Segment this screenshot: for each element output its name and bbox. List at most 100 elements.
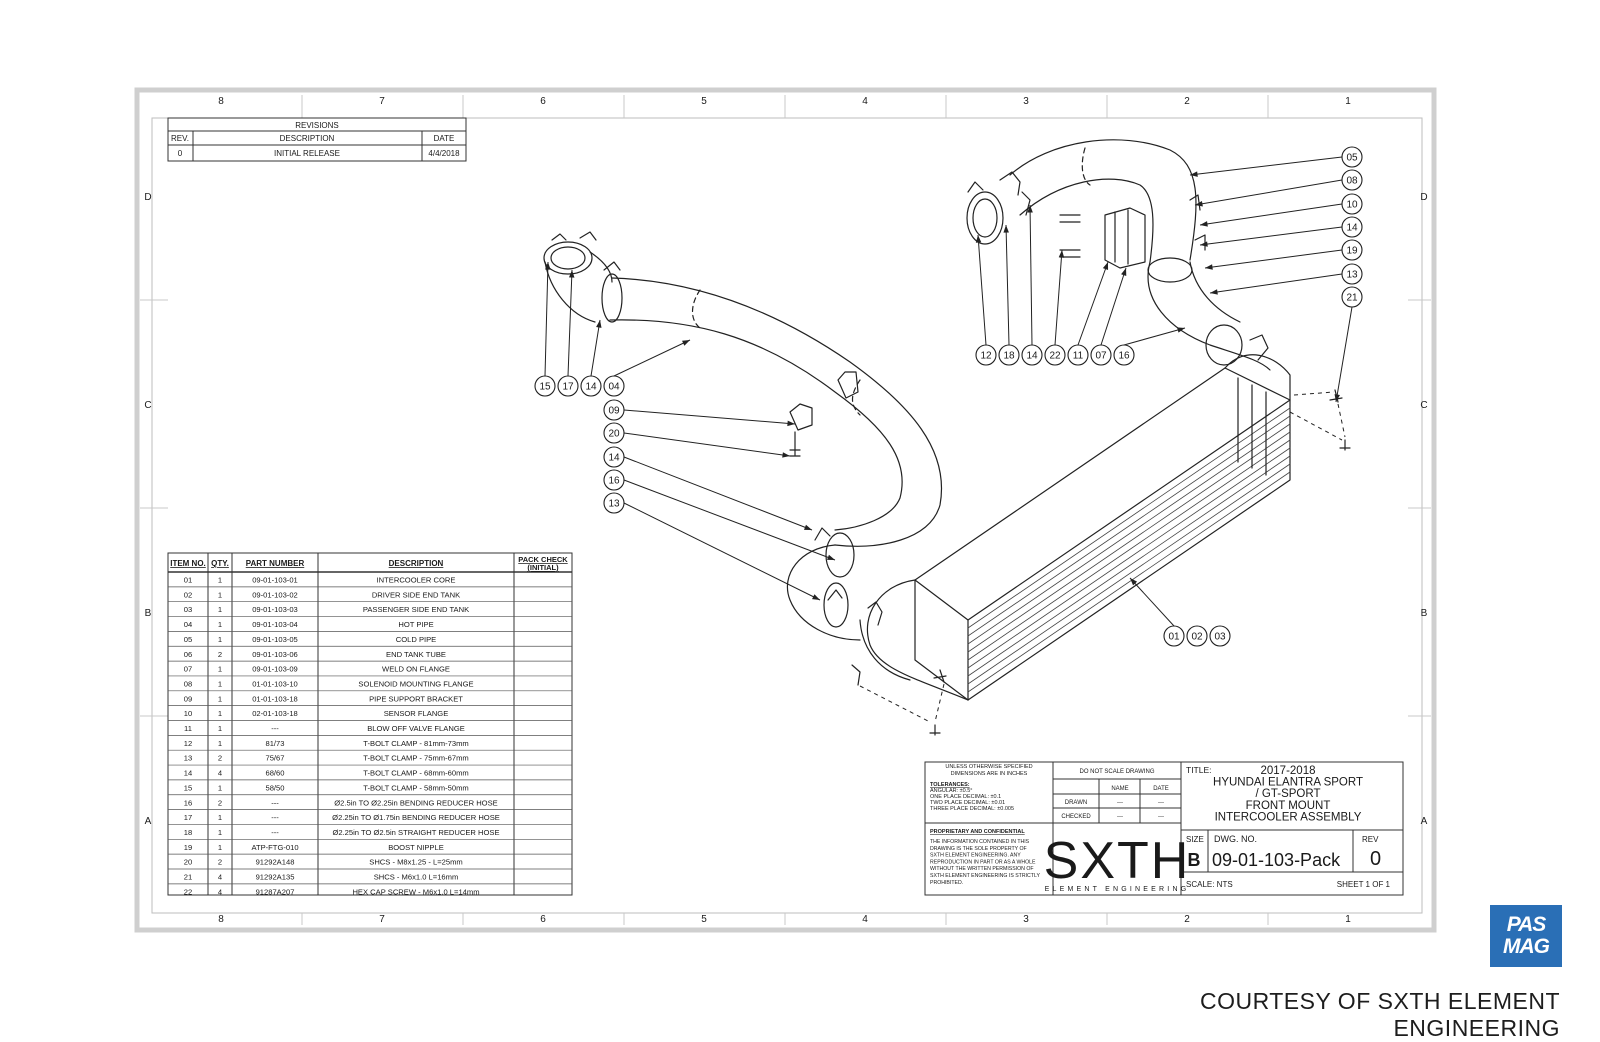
leader-line	[1100, 267, 1127, 346]
balloon-14: 14	[1341, 216, 1363, 238]
proprietary-line: DRAWING IS THE SOLE PROPERTY OF	[930, 846, 1027, 852]
bom-part-number: 09-01-103-04	[252, 620, 298, 629]
balloon-21: 21	[1341, 286, 1363, 308]
bom-item-no: 01	[184, 576, 192, 585]
bom-qty: 1	[218, 709, 222, 718]
bom-item-no: 17	[184, 813, 192, 822]
bill-of-materials-table: ITEM NO. QTY. PART NUMBER DESCRIPTION PA…	[167, 552, 573, 896]
tolerance-line: ANGULAR: ±0.5°	[930, 788, 973, 794]
leader-arrow	[1200, 221, 1208, 227]
zone-col-top-6: 6	[540, 96, 546, 107]
leader-arrow	[1190, 171, 1198, 177]
title-line: 2017-2018	[1261, 765, 1316, 777]
assembly-dashed-lines	[859, 391, 1346, 723]
bom-part-number: 09-01-103-06	[252, 650, 298, 659]
leader-line	[1204, 249, 1343, 269]
cold-pipe-lower-edge	[1019, 178, 1154, 263]
balloon-15: 15	[534, 375, 556, 397]
balloon-02: 02	[1186, 625, 1208, 647]
balloon-19: 19	[1341, 239, 1363, 261]
leader-line	[613, 339, 691, 377]
bom-qty: 1	[218, 813, 222, 822]
zone-row-right-D: D	[1420, 192, 1427, 203]
svg-text:08: 08	[1346, 176, 1358, 187]
leader-line	[1189, 156, 1343, 176]
dwg-no-value: 09-01-103-Pack	[1212, 850, 1341, 870]
sign-drawn-name: ---	[1117, 800, 1123, 806]
tolerance-line: TOLERANCES:	[930, 782, 970, 788]
bom-part-number: 01-01-103-10	[252, 679, 298, 688]
bom-item-no: 21	[184, 873, 192, 882]
size-label: SIZE	[1186, 835, 1204, 844]
svg-text:01: 01	[1168, 632, 1180, 643]
leader-line	[1054, 249, 1063, 346]
bom-qty: 4	[218, 873, 222, 882]
pipe-support-bracket-upper	[837, 371, 859, 399]
bom-part-number: 91292A148	[256, 858, 295, 867]
bom-item-no: 09	[184, 694, 192, 703]
bom-item-no: 02	[184, 590, 192, 599]
bom-item-no: 08	[184, 679, 192, 688]
svg-text:22: 22	[1049, 351, 1061, 362]
svg-text:14: 14	[1346, 223, 1358, 234]
do-not-scale-note: DO NOT SCALE DRAWING	[1079, 769, 1154, 775]
zone-col-top-4: 4	[862, 96, 868, 107]
bom-description: Ø2.25in TO Ø1.75in BENDING REDUCER HOSE	[332, 813, 500, 822]
bom-description: WELD ON FLANGE	[382, 665, 450, 674]
bom-description: INTERCOOLER CORE	[377, 576, 456, 585]
leader-line	[623, 432, 791, 457]
balloon-14: 14	[1021, 344, 1043, 366]
bom-item-no: 16	[184, 798, 192, 807]
bom-item-no: 18	[184, 828, 192, 837]
svg-text:21: 21	[1346, 293, 1358, 304]
bom-description: END TANK TUBE	[386, 650, 446, 659]
bom-item-no: 13	[184, 754, 192, 763]
bom-description: PIPE SUPPORT BRACKET	[369, 694, 463, 703]
sign-drawn-label: DRAWN	[1065, 800, 1087, 806]
sxth-brand-mark: SXTH	[1044, 832, 1191, 890]
balloon-18: 18	[998, 344, 1020, 366]
sign-drawn-date: ---	[1158, 800, 1164, 806]
title-line: INTERCOOLER ASSEMBLY	[1215, 811, 1362, 823]
rev-label: REV	[1362, 835, 1379, 844]
sign-checked-name: ---	[1117, 814, 1123, 820]
zone-col-bottom-6: 6	[540, 914, 546, 925]
balloon-17: 17	[557, 375, 579, 397]
svg-text:03: 03	[1214, 632, 1226, 643]
leader-line	[623, 456, 813, 531]
rev-header-rev: REV.	[171, 134, 189, 143]
screw-core-bottom-1	[933, 669, 947, 683]
leader-line	[1077, 261, 1109, 346]
bom-description: BLOW OFF VALVE FLANGE	[367, 724, 465, 733]
balloon-16: 16	[603, 469, 625, 491]
leader-line	[623, 409, 796, 425]
leader-arrow	[596, 320, 602, 328]
bom-item-no: 10	[184, 709, 192, 718]
leader-arrow	[1121, 268, 1127, 276]
hot-pipe-inlet-opening	[543, 241, 593, 275]
leader-line	[977, 234, 987, 346]
bom-qty: 1	[218, 620, 222, 629]
bom-part-number: 01-01-103-18	[252, 694, 298, 703]
balloon-14: 14	[603, 446, 625, 468]
leader-arrow	[804, 524, 812, 530]
hot-pipe-outlet-clamp	[825, 532, 855, 578]
bom-description: DRIVER SIDE END TANK	[372, 590, 460, 599]
leader-line	[1129, 577, 1175, 627]
proprietary-line: SXTH ELEMENT ENGINEERING IS STRICTLY	[930, 873, 1040, 879]
bom-qty: 1	[218, 679, 222, 688]
scale-label: SCALE: NTS	[1186, 880, 1233, 889]
bom-item-no: 05	[184, 635, 192, 644]
leader-line	[544, 261, 549, 377]
bom-item-no: 19	[184, 843, 192, 852]
leader-arrow	[812, 594, 820, 600]
